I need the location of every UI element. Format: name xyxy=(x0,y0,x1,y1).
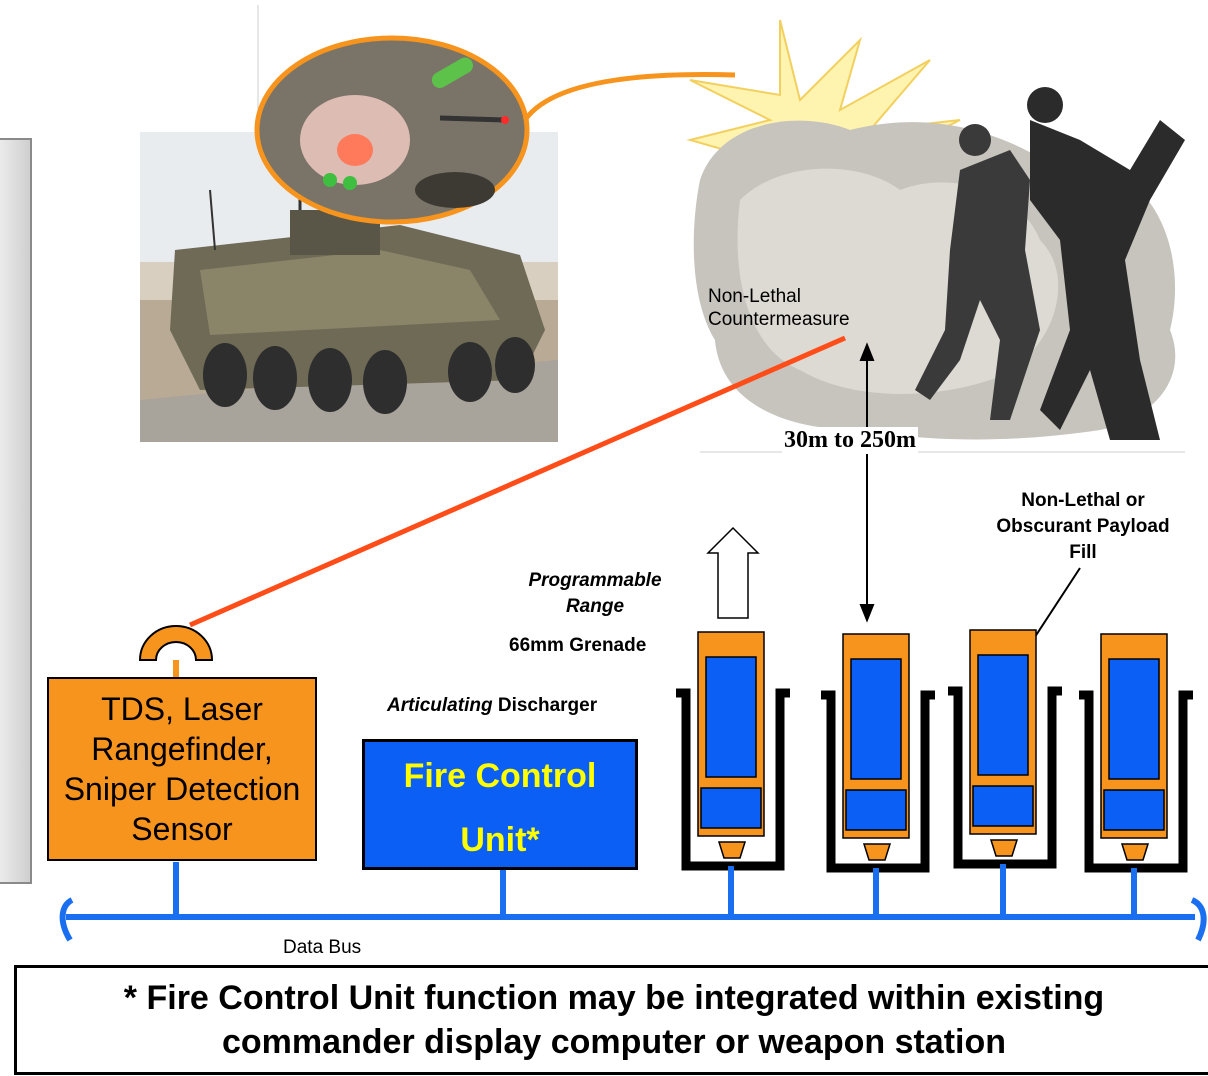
explosion-scene xyxy=(686,19,1185,453)
fcu-line: Fire Control xyxy=(403,757,597,795)
programmable-range-label: Programmable Range xyxy=(528,570,662,617)
discharger-unit xyxy=(821,633,935,873)
discharger-label: Articulating Discharger xyxy=(387,695,597,717)
range-label: 30m to 250m xyxy=(782,427,918,454)
discharger-italic: Articulating xyxy=(387,695,493,716)
note-box: * Fire Control Unit function may be inte… xyxy=(14,965,1208,1075)
bubble-connector xyxy=(522,72,736,122)
sensor-line: Sniper Detection xyxy=(63,771,301,807)
note-line: commander display computer or weapon sta… xyxy=(221,1023,1007,1061)
sensor-line: Rangefinder, xyxy=(91,731,273,767)
sensor-line: Sensor xyxy=(131,811,233,847)
discharger-unit xyxy=(676,631,790,871)
programmable-range-arrow xyxy=(706,526,760,619)
sensor-box: TDS, Laser Rangefinder, Sniper Detection… xyxy=(47,677,317,861)
data-bus-label: Data Bus xyxy=(283,937,362,958)
data-bus xyxy=(59,862,1207,942)
range-arrow xyxy=(859,342,875,623)
grenade-label: 66mm Grenade xyxy=(509,635,647,656)
countermeasure-label: Non-Lethal Countermeasure xyxy=(708,286,850,330)
sensor-dome xyxy=(138,625,214,678)
grenade-bubble xyxy=(254,35,530,225)
discharger-text: Discharger xyxy=(497,695,598,716)
note-line: * Fire Control Unit function may be inte… xyxy=(123,979,1105,1017)
laser-beam xyxy=(188,335,847,628)
payload-label: Non-Lethal or Obscurant Payload Fill xyxy=(996,490,1170,563)
discharger-unit xyxy=(1079,633,1193,873)
fcu-line: Unit* xyxy=(460,821,540,859)
discharger-unit xyxy=(948,629,1062,869)
sensor-line: TDS, Laser xyxy=(101,691,263,727)
fire-control-unit-box: Fire Control Unit* xyxy=(362,739,638,870)
side-panel xyxy=(0,138,32,884)
